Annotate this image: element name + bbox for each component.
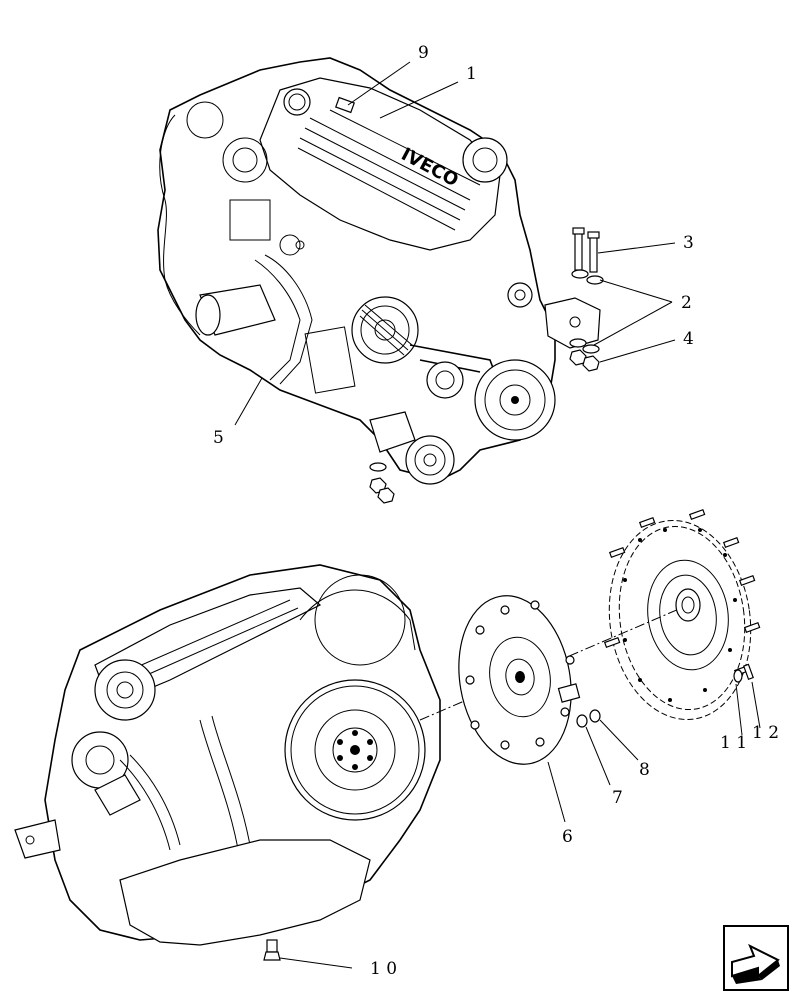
part-3-bolts: [572, 227, 600, 273]
callout-12: 1 2: [752, 723, 779, 743]
flywheel-housing-phantom: [603, 508, 761, 721]
leader-lines: [234, 61, 761, 969]
callout-2: 2: [681, 293, 692, 313]
part-6-flex-plate: [458, 595, 581, 765]
engine-top-view: IVECO: [157, 57, 601, 485]
next-page-button[interactable]: [722, 924, 790, 992]
callout-4: 4: [683, 329, 694, 349]
part-2-washers: [369, 269, 604, 472]
part-4-nuts: [369, 349, 600, 504]
callout-11: 1 1: [720, 733, 747, 753]
callout-1: 1: [466, 64, 477, 84]
part-8-bolt: [589, 709, 601, 723]
part-12-bolt: [742, 663, 754, 681]
part-7-washer: [576, 714, 588, 728]
callout-9: 9: [418, 43, 429, 63]
callout-7: 7: [612, 788, 623, 808]
part-11-washer: [733, 669, 743, 683]
engine-rear-view: [14, 564, 441, 961]
callout-10: 1 0: [370, 959, 397, 979]
next-page-arrow-icon: [723, 925, 789, 991]
callout-5: 5: [213, 428, 224, 448]
callout-6: 6: [562, 827, 573, 847]
callout-8: 8: [639, 760, 650, 780]
callout-3: 3: [683, 233, 694, 253]
